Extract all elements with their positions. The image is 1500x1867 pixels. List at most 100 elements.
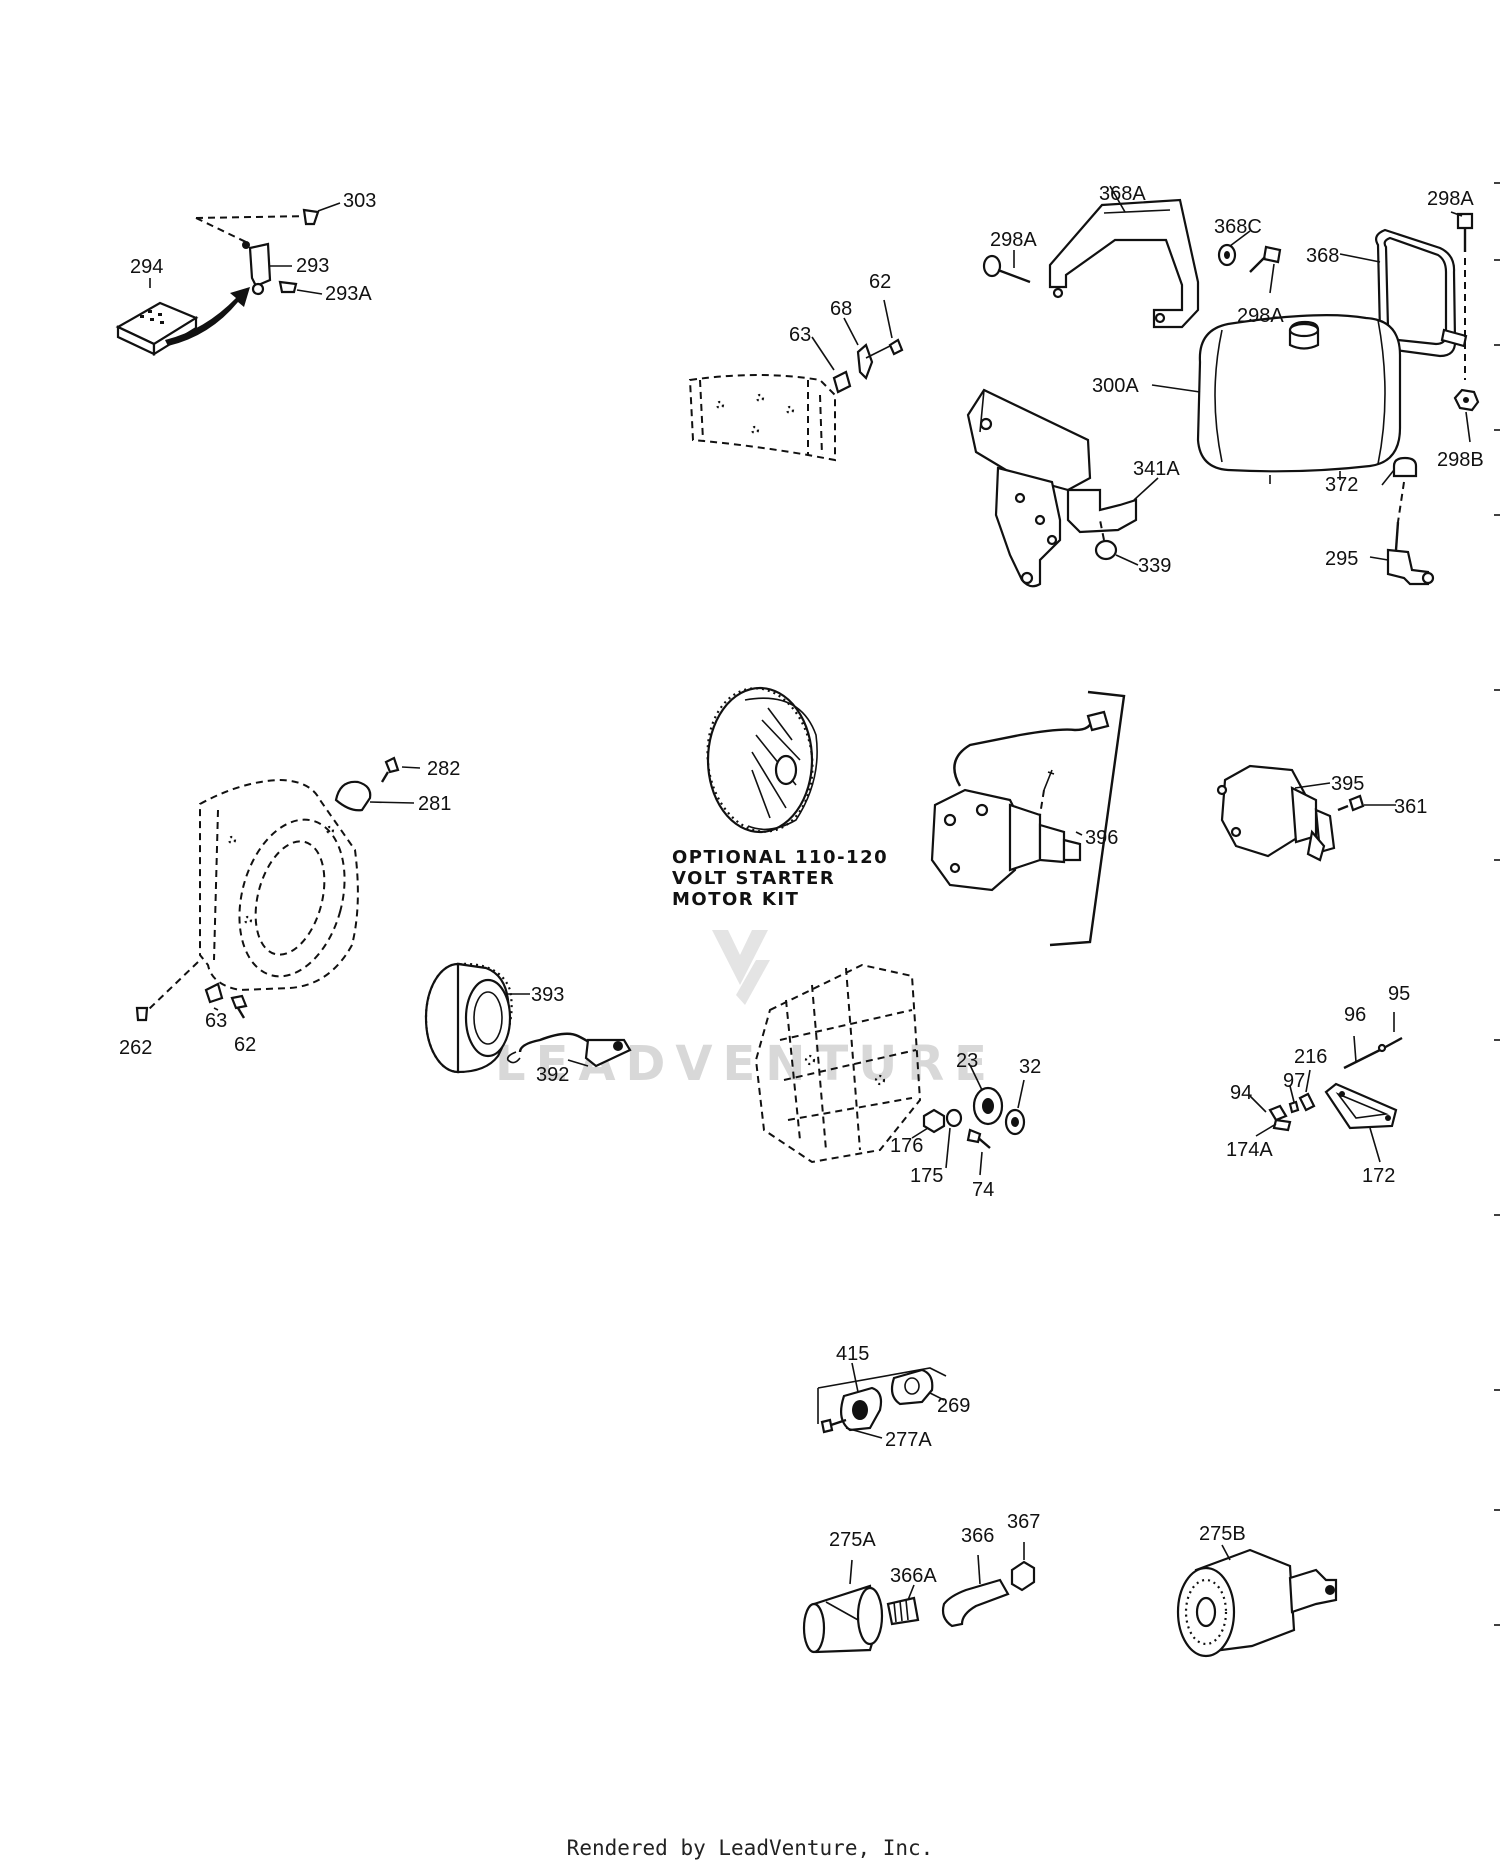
label-172: 172 [1362, 1165, 1395, 1187]
part-372-cap [1392, 456, 1418, 523]
edge-ticks [1494, 182, 1500, 1626]
part-298A-bolt-right [1456, 212, 1474, 380]
label-23: 23 [956, 1050, 978, 1072]
part-23-bearing [972, 1086, 1004, 1126]
label-294: 294 [130, 256, 163, 278]
part-392-wire-harness [506, 1032, 632, 1068]
label-94: 94 [1230, 1082, 1252, 1104]
label-393: 393 [531, 984, 564, 1006]
part-32-seal [1004, 1108, 1026, 1136]
part-labels: 303 294 293 293A 368A 298A 368C 298A 368… [119, 183, 1484, 1587]
label-62-low: 62 [234, 1034, 256, 1056]
label-303: 303 [343, 190, 376, 212]
label-275A: 275A [829, 1529, 876, 1551]
part-300A-fuel-tank [1196, 314, 1402, 484]
label-293: 293 [296, 255, 329, 277]
label-300A: 300A [1092, 375, 1139, 397]
label-368A: 368A [1099, 183, 1146, 205]
label-262: 262 [119, 1037, 152, 1059]
label-392: 392 [536, 1064, 569, 1086]
label-341A: 341A [1133, 458, 1180, 480]
label-175: 175 [910, 1165, 943, 1187]
dashed-panel [688, 374, 836, 462]
kit-label: OPTIONAL 110-120 VOLT STARTER MOTOR KIT [672, 847, 888, 910]
label-176: 176 [890, 1135, 923, 1157]
label-298A-left: 298A [990, 229, 1037, 251]
part-275B-muffler [1176, 1548, 1338, 1658]
label-339: 339 [1138, 555, 1171, 577]
part-393-starter-cup [424, 962, 513, 1074]
part-216-97-94-parts [1268, 1092, 1316, 1132]
part-295-valve [1386, 521, 1435, 586]
dashed-crankcase [754, 963, 922, 1164]
part-395-starter-motor [1216, 764, 1336, 862]
kit-label-line-1: OPTIONAL 110-120 [672, 847, 888, 868]
part-366A-nipple [886, 1596, 920, 1626]
part-176-175-74 [922, 1108, 991, 1149]
label-395: 395 [1331, 773, 1364, 795]
footer-credit: Rendered by LeadVenture, Inc. [566, 1836, 934, 1860]
part-366-elbow [941, 1578, 1010, 1628]
label-62-top: 62 [869, 271, 891, 293]
label-298B: 298B [1437, 449, 1484, 471]
label-367: 367 [1007, 1511, 1040, 1533]
label-174A: 174A [1226, 1139, 1273, 1161]
part-367-nut [1010, 1560, 1036, 1592]
label-216: 216 [1294, 1046, 1327, 1068]
label-282: 282 [427, 758, 460, 780]
kit-label-line-3: MOTOR KIT [672, 889, 799, 910]
label-298A-mid: 298A [1237, 305, 1284, 327]
label-372: 372 [1325, 474, 1358, 496]
part-361-screw [1337, 794, 1365, 812]
label-293A: 293A [325, 283, 372, 305]
part-298A-bolt-mid [1249, 245, 1282, 273]
label-97: 97 [1283, 1070, 1305, 1092]
label-298A-right: 298A [1427, 188, 1474, 210]
part-368A-strap [1048, 198, 1200, 329]
blower-housing [147, 778, 359, 1011]
label-68: 68 [830, 298, 852, 320]
label-281: 281 [418, 793, 451, 815]
label-95: 95 [1388, 983, 1410, 1005]
label-63-low: 63 [205, 1010, 227, 1032]
label-32: 32 [1019, 1056, 1041, 1078]
part-298A-bolt-left [982, 254, 1031, 284]
part-415-muffler-flange [817, 1367, 947, 1434]
label-366: 366 [961, 1525, 994, 1547]
part-298B-nut [1453, 388, 1480, 412]
label-74: 74 [972, 1179, 994, 1201]
part-275A-muffler [802, 1584, 884, 1654]
flywheel [706, 686, 818, 834]
part-294-plate [115, 287, 250, 356]
part-396-starter-motor [930, 690, 1126, 947]
label-275B: 275B [1199, 1523, 1246, 1545]
part-281-cover [334, 780, 372, 812]
label-366A: 366A [890, 1565, 937, 1587]
kit-label-line-2: VOLT STARTER [672, 868, 835, 889]
label-368: 368 [1306, 245, 1339, 267]
label-269: 269 [937, 1395, 970, 1417]
label-96: 96 [1344, 1004, 1366, 1026]
label-277A: 277A [885, 1429, 932, 1451]
label-63-top: 63 [789, 324, 811, 346]
label-415: 415 [836, 1343, 869, 1365]
watermark-text: LEADVENTURE [495, 1036, 997, 1092]
label-361: 361 [1394, 796, 1427, 818]
part-293-bracket [195, 208, 320, 296]
part-339-nut [1094, 519, 1118, 561]
label-396: 396 [1085, 827, 1118, 849]
part-341A-bracket [966, 388, 1138, 588]
part-63-68-62-fasteners [832, 338, 904, 394]
part-172-cover [1324, 1082, 1398, 1130]
part-262-screw [135, 1006, 149, 1022]
part-282-screw [380, 756, 400, 783]
part-368C-washer [1217, 243, 1237, 267]
watermark: LEADVENTURE [495, 930, 997, 1092]
part-368-band [1375, 228, 1468, 358]
part-63-62-low-fasteners [204, 982, 248, 1019]
part-96-95-shaft [1343, 1036, 1403, 1070]
label-295: 295 [1325, 548, 1358, 570]
label-368C: 368C [1214, 216, 1262, 238]
